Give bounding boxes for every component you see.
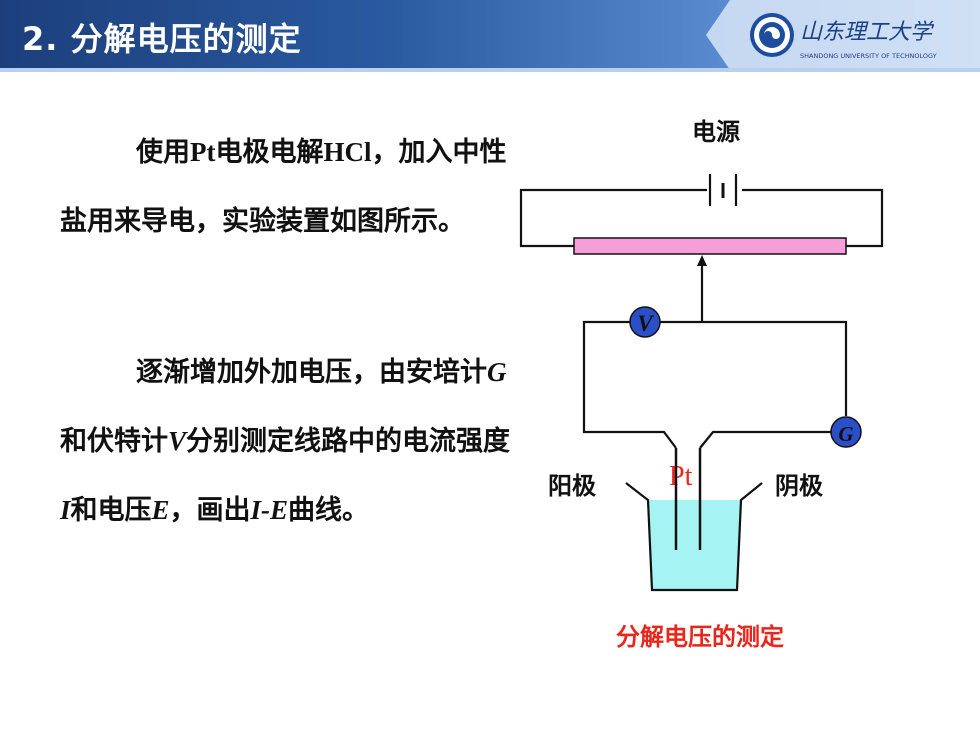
university-seal-icon bbox=[750, 13, 794, 57]
header-bar: 2. 分解电压的测定 山东理工大学 SHANDONG UNIVERSITY OF… bbox=[0, 0, 980, 72]
anode-label: 阳极 bbox=[548, 472, 596, 500]
text-span: 曲线。 bbox=[288, 495, 370, 526]
symbol-ie: I-E bbox=[250, 495, 289, 525]
text-span: 和伏特计 bbox=[60, 426, 168, 457]
voltmeter-label: V bbox=[637, 311, 654, 336]
diagram-caption: 分解电压的测定 bbox=[616, 623, 784, 651]
power-label: 电源 bbox=[692, 118, 740, 146]
logo-text: 山东理工大学 bbox=[800, 20, 935, 45]
power-circuit bbox=[519, 174, 884, 248]
slider-contact bbox=[697, 255, 707, 322]
symbol-e: E bbox=[151, 495, 170, 525]
symbol-v: V bbox=[168, 426, 187, 456]
text-span: 使用 bbox=[136, 137, 190, 168]
university-logo: 山东理工大学 SHANDONG UNIVERSITY OF TECHNOLOGY bbox=[700, 0, 980, 70]
text-span: 逐渐增加外加电压，由安培计 bbox=[136, 357, 487, 388]
text-span: 分别测定线路中的电流强度 bbox=[186, 426, 511, 457]
measuring-circuit bbox=[582, 320, 848, 449]
paragraph-procedure: 逐渐增加外加电压，由安培计G 和伏特计V分别测定线路中的电流强度 I和电压E，画出I… bbox=[60, 338, 510, 545]
text-pt: Pt bbox=[190, 137, 216, 167]
text-span: ，加入中性盐用来导电，实验装置如图所示。 bbox=[60, 137, 507, 237]
header-divider bbox=[0, 68, 980, 72]
apparatus-diagram: 电源 V G Pt 阳极 阴极 分解电压的测定 bbox=[519, 118, 884, 651]
ammeter: G bbox=[830, 416, 862, 448]
rheostat bbox=[573, 237, 847, 255]
ammeter-label: G bbox=[838, 422, 853, 446]
text-hcl: HCl bbox=[323, 137, 372, 167]
electrode-label: Pt bbox=[669, 461, 693, 492]
cathode-label: 阴极 bbox=[775, 472, 823, 500]
paragraph-intro: 使用Pt电极电解HCl，加入中性盐用来导电，实验装置如图所示。 bbox=[60, 118, 510, 256]
text-span: ，画出 bbox=[169, 495, 251, 526]
voltmeter: V bbox=[629, 306, 661, 338]
symbol-i: I bbox=[60, 495, 71, 525]
page-title: 2. 分解电压的测定 bbox=[22, 20, 302, 58]
logo-subtext: SHANDONG UNIVERSITY OF TECHNOLOGY bbox=[800, 52, 937, 60]
text-span: 和电压 bbox=[70, 495, 152, 526]
electrolytic-cell bbox=[625, 448, 763, 592]
symbol-g: G bbox=[487, 357, 507, 387]
text-span: 电极电解 bbox=[215, 137, 324, 168]
